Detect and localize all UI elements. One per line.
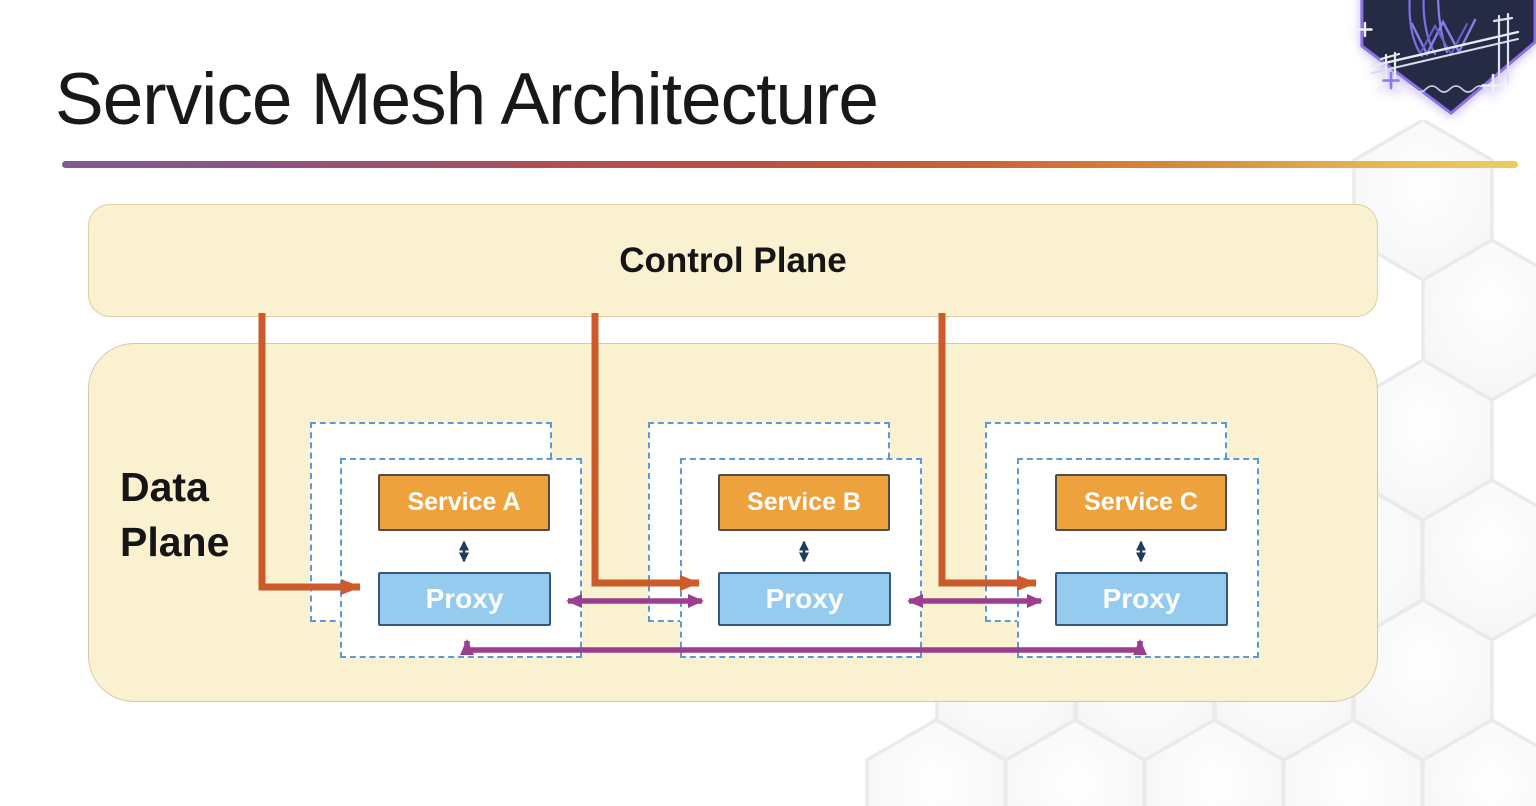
service-a-label: Service A [407, 488, 521, 516]
data-plane-label: Data Plane [120, 460, 229, 570]
service-b-label: Service B [747, 488, 861, 516]
title-underline-gradient [62, 161, 1518, 168]
proxy-c-box: Proxy [1055, 572, 1228, 626]
service-c-box: Service C [1055, 474, 1227, 531]
page-title: Service Mesh Architecture [55, 59, 879, 140]
proxy-a-box: Proxy [378, 572, 551, 626]
service-c-label: Service C [1084, 488, 1198, 516]
control-plane-box: Control Plane [88, 204, 1378, 317]
reinvent-bridge-badge-icon [1357, 0, 1536, 115]
data-plane-label-line2: Plane [120, 519, 230, 565]
service-a-box: Service A [378, 474, 550, 531]
control-plane-label: Control Plane [619, 240, 847, 280]
service-b-box: Service B [718, 474, 890, 531]
proxy-b-box: Proxy [718, 572, 891, 626]
proxy-b-label: Proxy [765, 583, 844, 614]
data-plane-label-line1: Data [120, 464, 209, 510]
proxy-a-label: Proxy [425, 583, 504, 614]
proxy-c-label: Proxy [1102, 583, 1181, 614]
